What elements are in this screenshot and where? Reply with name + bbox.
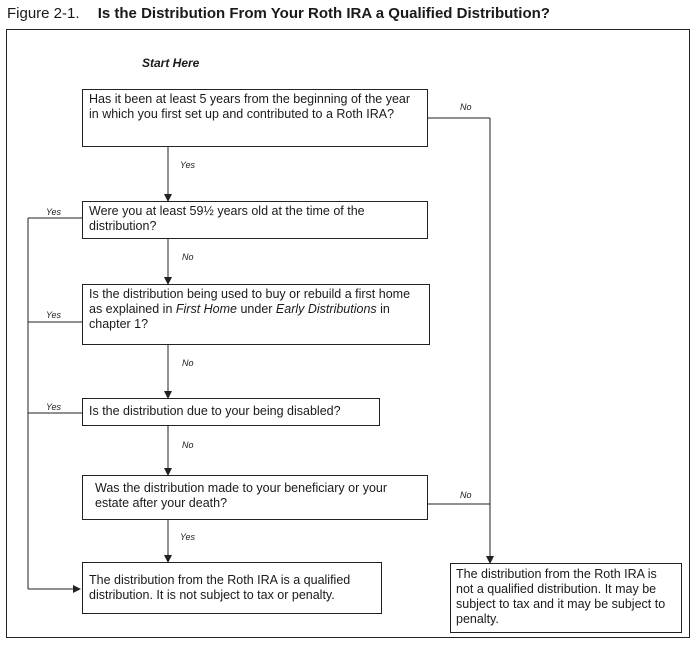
question-1-box: Has it been at least 5 years from the be… <box>82 89 428 147</box>
edge-label-q3-yes: Yes <box>46 310 62 320</box>
question-1-text: Has it been at least 5 years from the be… <box>89 92 411 121</box>
not-qualified-outcome-text: The distribution from the Roth IRA is no… <box>456 567 666 626</box>
diagram-frame <box>6 29 690 638</box>
question-3-box: Is the distribution being used to buy or… <box>82 284 430 345</box>
figure-title: Is the Distribution From Your Roth IRA a… <box>97 5 550 22</box>
figure-heading: Figure 2-1. Is the Distribution From You… <box>7 5 550 22</box>
question-2-box: Were you at least 59½ years old at the t… <box>82 201 428 239</box>
edge-label-q3-no: No <box>182 358 194 368</box>
question-5-text: Was the distribution made to your benefi… <box>95 481 388 510</box>
question-3-text-a: Is the distribution being used to buy or… <box>89 287 411 316</box>
edge-label-q1-yes: Yes <box>180 160 196 170</box>
question-3-ref-first-home: First Home <box>175 302 237 316</box>
edge-label-q5-no: No <box>460 490 472 500</box>
question-3-text-c: under <box>237 302 276 316</box>
question-4-text: Is the distribution due to your being di… <box>89 404 341 418</box>
edge-label-q5-yes: Yes <box>180 532 196 542</box>
edge-label-q1-no: No <box>460 102 472 112</box>
edge-label-q4-yes: Yes <box>46 402 62 412</box>
question-3-text-e: in chapter 1? <box>89 302 390 331</box>
question-4-box: Is the distribution due to your being di… <box>82 398 380 426</box>
not-qualified-outcome-box: The distribution from the Roth IRA is no… <box>450 563 682 633</box>
edge-label-q4-no: No <box>182 440 194 450</box>
qualified-outcome-text: The distribution from the Roth IRA is a … <box>89 573 351 602</box>
question-2-text: Were you at least 59½ years old at the t… <box>89 204 365 233</box>
question-3-ref-early-distributions: Early Distributions <box>275 302 377 316</box>
question-5-box: Was the distribution made to your benefi… <box>82 475 428 520</box>
edge-label-q2-yes: Yes <box>46 207 62 217</box>
edge-label-q2-no: No <box>182 252 194 262</box>
figure-number: Figure 2-1. <box>7 5 80 22</box>
qualified-outcome-box: The distribution from the Roth IRA is a … <box>82 562 382 614</box>
start-here-label: Start Here <box>142 56 200 70</box>
